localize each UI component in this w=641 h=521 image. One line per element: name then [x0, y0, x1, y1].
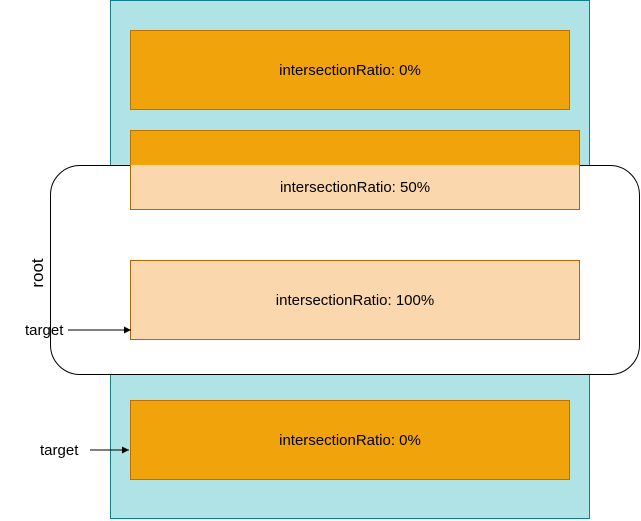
- target-box-half-inside: [130, 165, 580, 210]
- target-box-full-label: intersectionRatio: 100%: [275, 291, 435, 309]
- target-box-bottom-label: intersectionRatio: 0%: [279, 431, 421, 449]
- target-box-full: intersectionRatio: 100%: [130, 260, 580, 340]
- root-label: root: [28, 258, 47, 288]
- target-box-top-label: intersectionRatio: 0%: [279, 61, 421, 79]
- target-label-below-root: target: [40, 442, 79, 459]
- target-box-top: intersectionRatio: 0%: [130, 30, 570, 110]
- target-label-inside-root: target: [25, 322, 64, 339]
- target-box-bottom: intersectionRatio: 0%: [130, 400, 570, 480]
- target-box-half-label: intersectionRatio: 50%: [279, 179, 431, 196]
